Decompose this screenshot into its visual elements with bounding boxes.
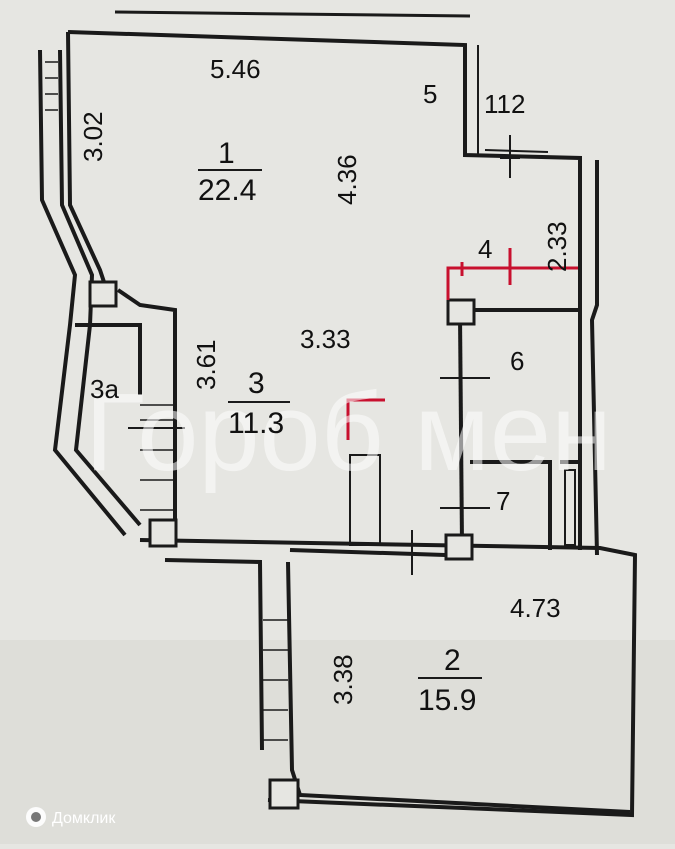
room-5-dim: 112: [484, 89, 525, 119]
room-3a-number: 3а: [90, 374, 119, 404]
room-1-number: 1: [218, 137, 235, 170]
room-5-number: 5: [423, 79, 437, 109]
watermark-text: Гороб мен: [85, 371, 612, 494]
door-marks: [128, 135, 520, 575]
room-3-area: 11.3: [228, 407, 284, 440]
room-7-number: 7: [496, 486, 510, 516]
domclick-logo-core: [31, 812, 41, 822]
room-4-number: 4: [478, 234, 492, 264]
room-1-area: 22.4: [198, 174, 256, 207]
room-3-dim-depth: 3.61: [191, 339, 221, 390]
room-2-dim-width: 4.73: [510, 593, 561, 623]
room-1-dim-side: 3.02: [78, 111, 108, 162]
room-2-dim-depth: 3.38: [328, 654, 358, 705]
inner-walls: [349, 45, 576, 546]
room-6-number: 6: [510, 346, 524, 376]
room-3-number: 3: [248, 367, 265, 400]
room-4-dim: 2.33: [542, 221, 572, 272]
window-hatching: [45, 61, 288, 741]
top-edge-line: [114, 10, 471, 18]
room-2-number: 2: [444, 644, 461, 677]
room-1-dim-width: 5.46: [210, 54, 261, 84]
columns: [88, 280, 476, 810]
room-2-area: 15.9: [418, 684, 476, 717]
room-3-dim-width: 3.33: [300, 324, 351, 354]
domclick-badge: Домклик: [26, 807, 116, 827]
domclick-label: Домклик: [52, 810, 116, 827]
red-markings: [346, 248, 578, 440]
room-1-dim-depth: 4.36: [332, 154, 362, 205]
